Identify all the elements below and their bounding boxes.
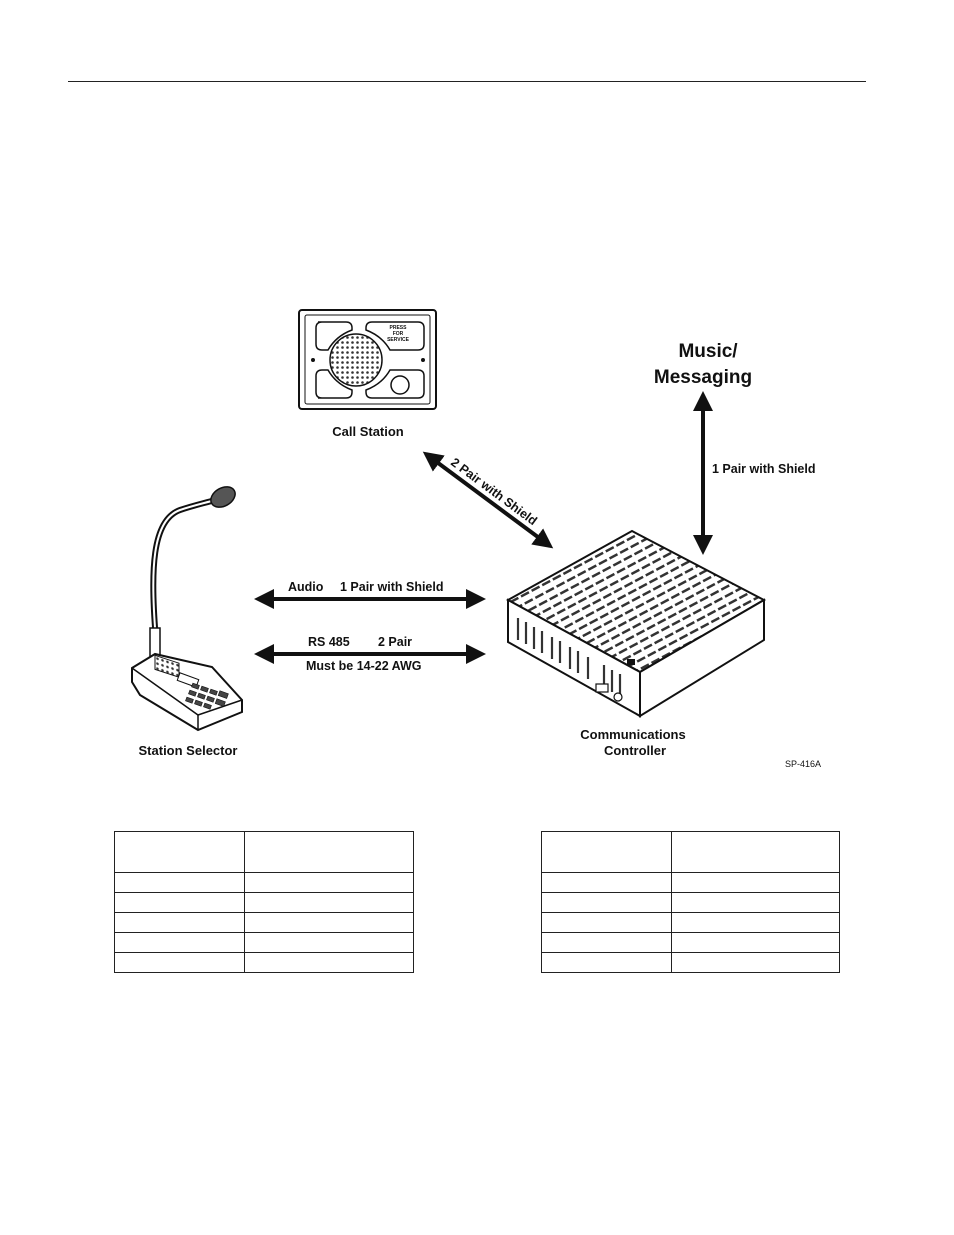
table-cell xyxy=(670,892,841,913)
table-row xyxy=(114,892,415,913)
call-station-button-text-1: PRESS xyxy=(390,325,408,331)
table-cell xyxy=(670,831,841,873)
table-cell xyxy=(541,912,672,933)
controller-label-line2: Controller xyxy=(604,743,666,758)
call-station-wire-arrow xyxy=(422,451,554,549)
call-station: PRESS FOR SERVICE xyxy=(298,309,437,410)
table-row xyxy=(114,952,415,973)
right-table xyxy=(541,831,841,973)
table-cell xyxy=(243,892,415,913)
call-station-label: Call Station xyxy=(332,424,404,439)
wiring-diagram: PRESS FOR SERVICE Call Station Music/ Me… xyxy=(131,309,821,769)
table-cell xyxy=(670,952,841,973)
table-cell xyxy=(114,831,245,873)
table-cell xyxy=(243,912,415,933)
table-cell xyxy=(670,932,841,953)
table-cell xyxy=(243,831,415,873)
table-cell xyxy=(243,872,415,893)
call-station-button-text-3: SERVICE xyxy=(387,337,410,343)
communications-controller xyxy=(505,529,767,718)
table-row xyxy=(541,912,841,933)
table-cell xyxy=(670,872,841,893)
table-cell xyxy=(114,892,245,913)
table-row xyxy=(541,892,841,913)
rs485-note: Must be 14-22 AWG xyxy=(306,659,422,673)
music-label-line2: Messaging xyxy=(654,367,752,388)
figure-id: SP-416A xyxy=(785,759,821,769)
table-row xyxy=(541,831,841,873)
table-cell xyxy=(114,952,245,973)
rs485-wire-label: 2 Pair xyxy=(378,635,412,649)
call-station-wire-label: 2 Pair with Shield xyxy=(448,455,539,528)
table-cell xyxy=(541,952,672,973)
table-cell xyxy=(541,872,672,893)
call-station-button-text-2: FOR xyxy=(393,331,404,337)
table-row xyxy=(541,932,841,953)
table-row xyxy=(541,952,841,973)
table-cell xyxy=(541,892,672,913)
table-cell xyxy=(541,932,672,953)
table-row xyxy=(114,831,415,873)
left-table xyxy=(114,831,415,973)
rs485-label: RS 485 xyxy=(308,635,350,649)
table-cell xyxy=(243,932,415,953)
table-cell xyxy=(114,872,245,893)
table-cell xyxy=(670,912,841,933)
table-cell xyxy=(114,932,245,953)
table-cell xyxy=(243,952,415,973)
station-selector xyxy=(131,486,243,732)
table-cell xyxy=(541,831,672,873)
table-row xyxy=(114,872,415,893)
audio-label: Audio xyxy=(288,580,324,594)
music-wire-label: 1 Pair with Shield xyxy=(712,462,816,476)
table-row xyxy=(114,912,415,933)
top-rule xyxy=(68,81,866,82)
audio-wire-label: 1 Pair with Shield xyxy=(340,580,444,594)
table-row xyxy=(541,872,841,893)
controller-label-line1: Communications xyxy=(580,727,685,742)
table-row xyxy=(114,932,415,953)
station-selector-label: Station Selector xyxy=(139,743,238,758)
music-label-line1: Music/ xyxy=(678,341,738,362)
table-cell xyxy=(114,912,245,933)
